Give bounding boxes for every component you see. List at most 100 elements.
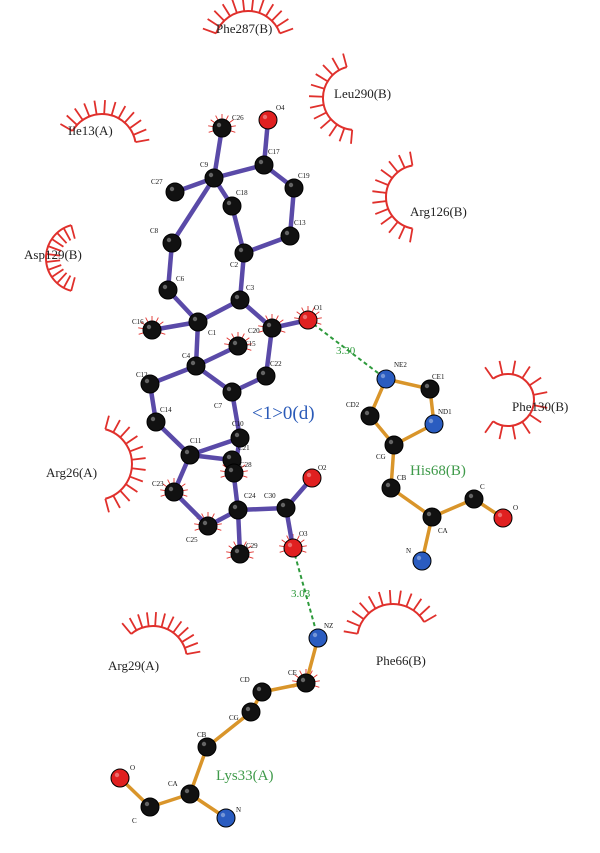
atom-label: O [513, 504, 518, 512]
hydrophobic-contact-arc [484, 360, 548, 440]
atom-c [464, 489, 484, 509]
atom-n [424, 414, 444, 434]
atom-label: O3 [299, 530, 308, 538]
atom-label: CE [288, 669, 297, 677]
atom-c [188, 312, 208, 332]
atom-c [230, 428, 250, 448]
hydrophobic-contact-arc [309, 53, 354, 144]
atom-c [230, 544, 250, 564]
atom-label: CG [229, 714, 239, 722]
contact-spokes [208, 114, 236, 133]
atom-label: O [130, 764, 135, 772]
hydrogen-bonds-layer [292, 319, 387, 639]
ligand-bond [169, 175, 217, 246]
atom-label: NZ [324, 622, 333, 630]
atom-label: C18 [236, 189, 248, 197]
atom-c [142, 320, 162, 340]
contact-spokes [279, 534, 307, 553]
atom-c [158, 280, 178, 300]
atom-label: N [406, 547, 411, 555]
atom-label: CG [376, 453, 386, 461]
atom-label: CD2 [346, 401, 360, 409]
atom-label: C9 [200, 161, 209, 169]
atom-label: C21 [238, 444, 250, 452]
atom-label: O1 [314, 304, 323, 312]
atom-label: C10 [232, 420, 244, 428]
atom-c [204, 168, 224, 188]
atom-c [256, 366, 276, 386]
atom-label: C2 [230, 261, 239, 269]
atom-c [254, 155, 274, 175]
atom-c [180, 784, 200, 804]
hydrophobic-label-leu290: Leu290(B) [334, 86, 391, 101]
atom-label: C27 [151, 178, 163, 186]
atom-label: C17 [268, 148, 280, 156]
atom-label: CE1 [432, 373, 445, 381]
atom-c [296, 673, 316, 693]
atom-label: C11 [190, 437, 202, 445]
atom-c [262, 318, 282, 338]
atom-c [162, 233, 182, 253]
atom-label: C28 [240, 461, 252, 469]
atom-label: C22 [270, 360, 282, 368]
atom-n [412, 551, 432, 571]
atom-c [384, 435, 404, 455]
atom-c [197, 737, 217, 757]
atom-c [234, 243, 254, 263]
atom-label: C8 [150, 227, 159, 235]
atom-label: CA [438, 527, 448, 535]
hydrophobic-contact-arc [45, 224, 76, 292]
atom-c [224, 463, 244, 483]
hydrogen-bond [292, 547, 319, 639]
atom-label: C [132, 817, 137, 825]
hydrophobic-label-arg29: Arg29(A) [108, 658, 159, 673]
hydrophobic-contact-arc [202, 0, 294, 35]
atom-c [146, 412, 166, 432]
hydrophobic-label-phe66: Phe66(B) [376, 653, 426, 668]
atom-label: C29 [246, 542, 258, 550]
atom-c [422, 507, 442, 527]
hydrophobic-label-ile13: Ile13(A) [68, 123, 113, 138]
atom-label: O4 [276, 104, 285, 112]
atom-c [420, 379, 440, 399]
atom-c [381, 478, 401, 498]
atoms-layer [110, 110, 513, 828]
atom-c [228, 500, 248, 520]
atom-label: C13 [294, 219, 306, 227]
residue-label-his68: His68(B) [410, 463, 466, 479]
atom-c [228, 336, 248, 356]
atom-label: C12 [136, 371, 148, 379]
hydrogen-bond [307, 319, 387, 380]
atom-c [280, 226, 300, 246]
atom-label: C30 [264, 492, 276, 500]
atom-c [284, 178, 304, 198]
atom-label: C [480, 483, 485, 491]
atom-label: C16 [132, 318, 144, 326]
ligand-label: <1>0(d) [252, 403, 315, 424]
atom-o [298, 310, 318, 330]
hydrophobic-label-arg26: Arg26(A) [46, 465, 97, 480]
atom-label: C26 [232, 114, 244, 122]
hydrophobic-contact-arc [121, 612, 201, 655]
atom-c [186, 356, 206, 376]
hydrophobic-contacts-layer [45, 0, 548, 688]
atom-n [308, 628, 328, 648]
atom-label: C15 [244, 340, 256, 348]
atom-c [140, 374, 160, 394]
atom-c [180, 445, 200, 465]
atom-label: CB [397, 474, 407, 482]
atom-label: C24 [244, 492, 256, 500]
atom-label: CB [197, 731, 207, 739]
hydrophobic-contact-arc [343, 590, 437, 635]
hydrophobic-label-phe130: Phe130(B) [512, 399, 568, 414]
atom-label: C19 [298, 172, 310, 180]
atom-o [493, 508, 513, 528]
atom-c [222, 382, 242, 402]
atom-c [276, 498, 296, 518]
atom-o [302, 468, 322, 488]
atom-c [165, 182, 185, 202]
atom-label: C1 [208, 329, 217, 337]
atom-label: NE2 [394, 361, 407, 369]
